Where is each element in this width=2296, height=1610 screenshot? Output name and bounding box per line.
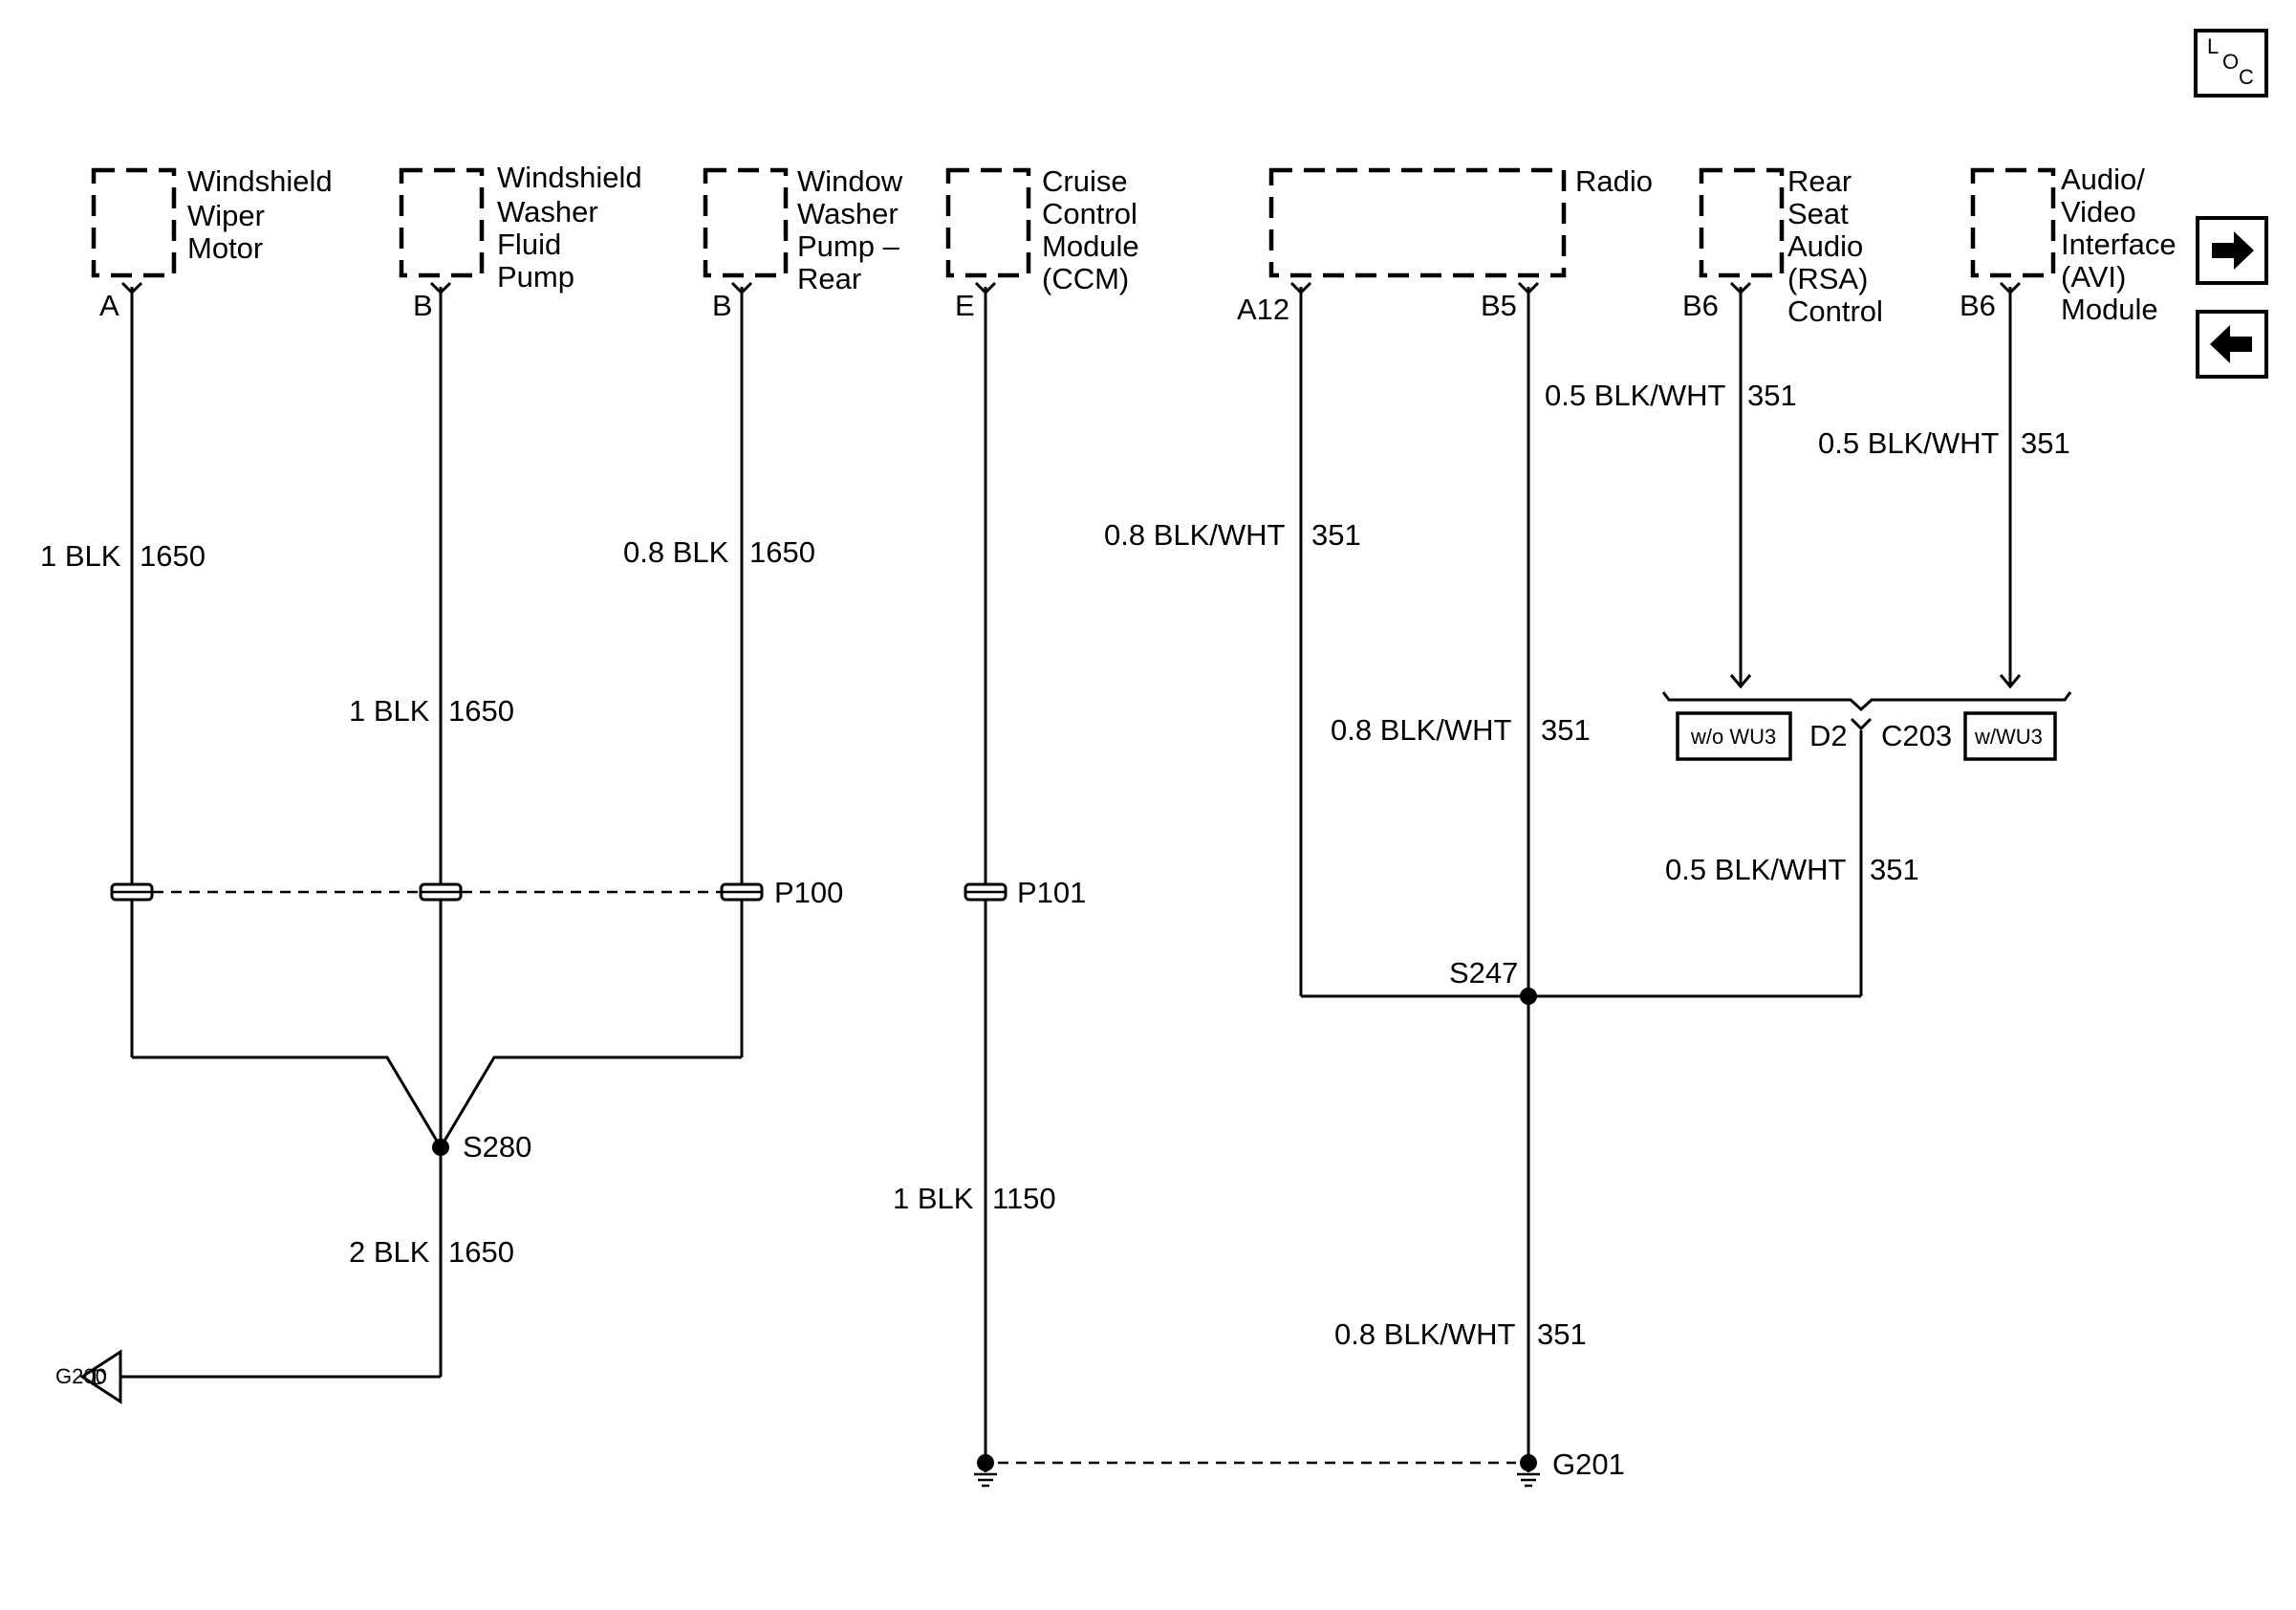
- component-label-line: Windshield: [497, 161, 642, 194]
- pin-label: B5: [1481, 289, 1517, 322]
- option-label-with: w/WU3: [1974, 725, 2043, 749]
- splice-s247-dot: [1520, 988, 1537, 1005]
- component-label-line: Washer: [797, 197, 899, 230]
- connector-label: C203: [1881, 719, 1952, 752]
- pin-label: A: [99, 289, 119, 322]
- component-label-line: Pump –: [797, 229, 900, 263]
- audio-ground-circuit: 0.8 BLK/WHT 351 0.8 BLK/WHT 351 0.8 BLK/…: [1104, 287, 2072, 1488]
- ccm-ground-circuit: P101 1 BLK 1150: [893, 287, 1516, 1488]
- arrow-left-icon: [2210, 325, 2252, 363]
- splice-label: S280: [463, 1130, 531, 1164]
- component-label-line: Audio: [1787, 229, 1863, 263]
- wire-gauge-label: 0.5 BLK/WHT: [1818, 426, 2000, 460]
- component-label-line: Control: [1042, 197, 1137, 230]
- component-label-line: Module: [1042, 229, 1139, 263]
- component-label-line: Radio: [1575, 164, 1653, 198]
- ground-label: G201: [1552, 1447, 1625, 1481]
- component-label-line: Video: [2061, 195, 2136, 228]
- wire-circuit-label: 351: [1870, 853, 1919, 886]
- pin-label: A12: [1237, 293, 1289, 326]
- wire-circuit-label: 1650: [448, 694, 514, 728]
- connector-label: P101: [1017, 876, 1086, 909]
- wire-circuit-label: 1650: [448, 1235, 514, 1269]
- connector-pin-label: D2: [1809, 719, 1848, 752]
- pin-label: B: [413, 289, 433, 322]
- wire-gauge-label: 1 BLK: [349, 694, 430, 728]
- component-label-line: (CCM): [1042, 262, 1129, 295]
- component-label-line: Audio/: [2061, 163, 2145, 196]
- wire-circuit-label: 1150: [992, 1182, 1056, 1215]
- component-label-line: Motor: [187, 231, 263, 265]
- component-label-line: Module: [2061, 293, 2158, 326]
- pin-label: B: [712, 289, 732, 322]
- component-label-line: Wiper: [187, 199, 265, 232]
- component-label-line: Windshield: [187, 164, 333, 198]
- component-label-line: Rear: [1787, 164, 1852, 198]
- component-label-line: Control: [1787, 294, 1883, 328]
- component-label-line: (AVI): [2061, 260, 2126, 294]
- wire-circuit-label: 351: [1311, 518, 1361, 552]
- wire-circuit-label: 351: [1537, 1317, 1587, 1351]
- component-label-line: Interface: [2061, 228, 2177, 261]
- splice-s280-dot: [432, 1139, 449, 1156]
- wire-circuit-label: 351: [1541, 713, 1591, 747]
- splice-label: S247: [1449, 956, 1518, 990]
- ground-tag: D: [92, 1365, 107, 1389]
- component-rear-washer-pump: Window Washer Pump – Rear B: [703, 164, 903, 322]
- pin-label: E: [955, 289, 975, 322]
- wire-circuit-label: 1650: [140, 539, 206, 573]
- component-label-line: Pump: [497, 260, 574, 294]
- component-cruise-control-module: Cruise Control Module (CCM) E: [945, 164, 1139, 322]
- wire-gauge-label: 0.8 BLK: [623, 535, 729, 569]
- ground-g200: D G200: [55, 1349, 164, 1404]
- wire-gauge-label: 1 BLK: [40, 539, 121, 573]
- component-avi-module: Audio/ Video Interface (AVI) Module B6: [1960, 163, 2177, 326]
- loc-letter: O: [2222, 50, 2239, 74]
- wire-circuit-label: 351: [1747, 379, 1797, 412]
- component-locator-button[interactable]: L O C: [2194, 29, 2268, 98]
- component-radio: Radio A12 B5: [1237, 164, 1653, 326]
- loc-letter: L: [2207, 34, 2219, 58]
- wire-gauge-label: 2 BLK: [349, 1235, 430, 1269]
- next-page-button[interactable]: [2196, 216, 2268, 285]
- component-label-line: Washer: [497, 195, 598, 228]
- ground-circuit-g200: 1 BLK 1650 1 BLK 1650 0.8 BLK 1650 2 BLK…: [40, 287, 843, 1404]
- component-label-line: Fluid: [497, 228, 561, 261]
- wire-gauge-label: 0.5 BLK/WHT: [1665, 853, 1847, 886]
- wire-gauge-label: 0.8 BLK/WHT: [1104, 518, 1286, 552]
- connector-p101: P101: [964, 876, 1086, 909]
- ground-label: G200: [55, 1364, 107, 1388]
- loc-letter: C: [2239, 65, 2254, 89]
- pin-label: B6: [1960, 289, 1996, 322]
- connector-c203: w/o WU3 w/WU3 D2 C203: [1661, 691, 2072, 761]
- ground-g201: G201: [1517, 1447, 1625, 1488]
- previous-page-button[interactable]: [2196, 310, 2268, 379]
- wire-gauge-label: 1 BLK: [893, 1182, 974, 1215]
- wire-gauge-label: 0.8 BLK/WHT: [1331, 713, 1512, 747]
- component-washer-pump: Windshield Washer Fluid Pump B: [399, 161, 642, 322]
- wire-gauge-label: 0.8 BLK/WHT: [1334, 1317, 1516, 1351]
- connector-p100: P100: [110, 876, 843, 909]
- component-label-line: Cruise: [1042, 164, 1128, 198]
- wire-circuit-label: 1650: [749, 535, 815, 569]
- connector-label: P100: [774, 876, 843, 909]
- option-label-without: w/o WU3: [1690, 725, 1776, 749]
- pin-label: B6: [1682, 289, 1719, 322]
- wire-gauge-label: 0.5 BLK/WHT: [1545, 379, 1726, 412]
- arrow-right-icon: [2212, 231, 2254, 270]
- component-label-line: Seat: [1787, 197, 1849, 230]
- component-label-line: Window: [797, 164, 903, 198]
- component-rear-seat-audio: Rear Seat Audio (RSA) Control B6: [1682, 164, 1883, 328]
- component-label-line: Rear: [797, 262, 861, 295]
- component-wiper-motor: Windshield Wiper Motor A: [91, 164, 333, 322]
- component-label-line: (RSA): [1787, 262, 1868, 295]
- wire-circuit-label: 351: [2021, 426, 2070, 460]
